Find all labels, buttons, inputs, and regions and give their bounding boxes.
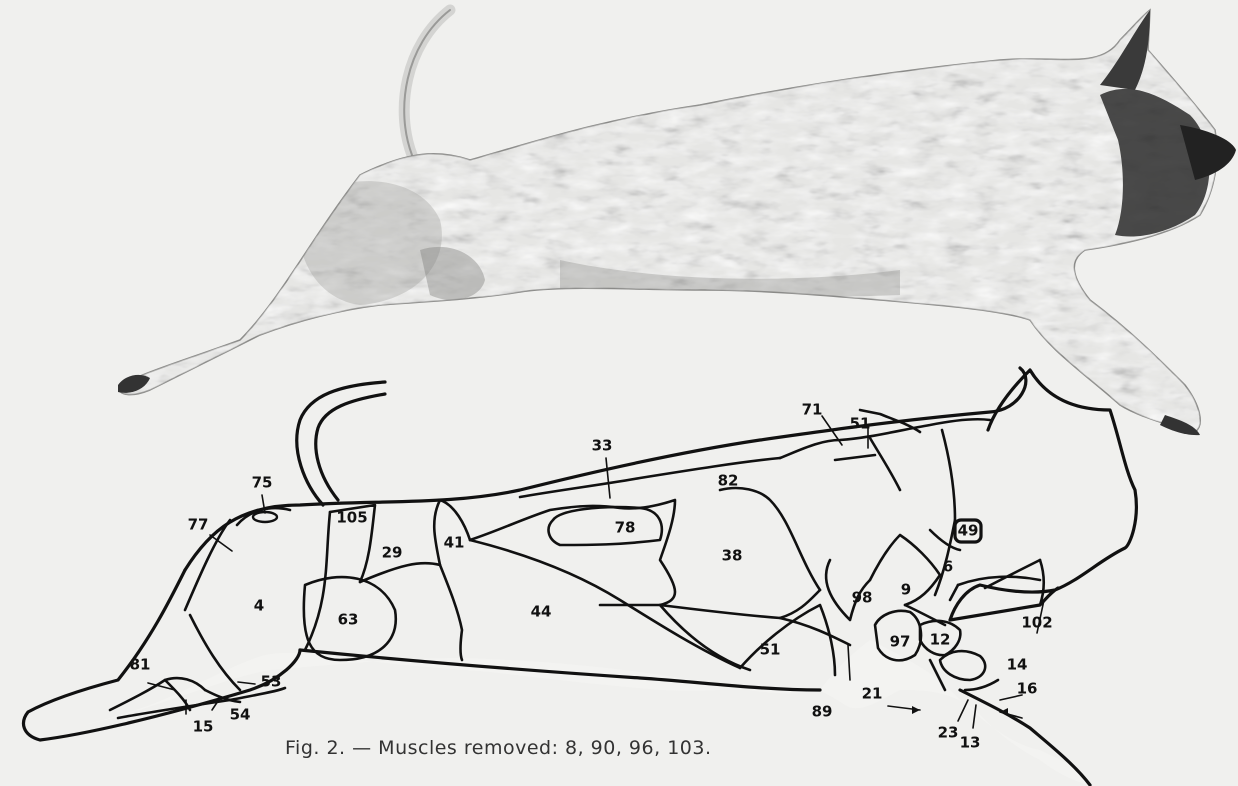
label-105: 105 — [336, 511, 367, 526]
figure-caption: Fig. 2. — Muscles removed: 8, 90, 96, 10… — [285, 737, 712, 759]
label-13: 13 — [960, 736, 981, 751]
label-77: 77 — [188, 518, 209, 533]
label-53: 53 — [261, 675, 282, 690]
muscle-diagram — [22, 368, 1136, 785]
label-21: 21 — [862, 687, 883, 702]
photo-tail — [404, 10, 450, 155]
label-98: 98 — [852, 591, 873, 606]
photo-mottle-texture — [110, 0, 1220, 440]
label-81: 81 — [130, 658, 151, 673]
carcass-photograph — [110, 0, 1236, 440]
label-51-top: 51 — [850, 417, 871, 432]
label-44: 44 — [531, 605, 552, 620]
label-97: 97 — [890, 635, 911, 650]
diagram-tail — [297, 382, 385, 505]
label-63: 63 — [338, 613, 359, 628]
label-6: 6 — [943, 560, 953, 575]
label-15: 15 — [193, 720, 214, 735]
diagram-back-line — [185, 368, 1026, 570]
label-12: 12 — [930, 633, 951, 648]
label-89: 89 — [812, 705, 833, 720]
label-9: 9 — [901, 583, 911, 598]
label-78: 78 — [615, 521, 636, 536]
label-16: 16 — [1017, 682, 1038, 697]
label-75: 75 — [252, 476, 273, 491]
label-14: 14 — [1007, 658, 1028, 673]
label-33: 33 — [592, 439, 613, 454]
label-4: 4 — [254, 599, 264, 614]
label-54: 54 — [230, 708, 251, 723]
diagram-tail-inner — [316, 394, 385, 500]
label-29: 29 — [382, 546, 403, 561]
label-23: 23 — [938, 726, 959, 741]
label-82: 82 — [718, 474, 739, 489]
label-41: 41 — [444, 536, 465, 551]
label-71: 71 — [802, 403, 823, 418]
label-102: 102 — [1021, 616, 1052, 631]
label-38: 38 — [722, 549, 743, 564]
label-51-bottom: 51 — [760, 643, 781, 658]
diagram-hind-leg-outline — [24, 570, 300, 740]
label-49: 49 — [958, 524, 979, 539]
